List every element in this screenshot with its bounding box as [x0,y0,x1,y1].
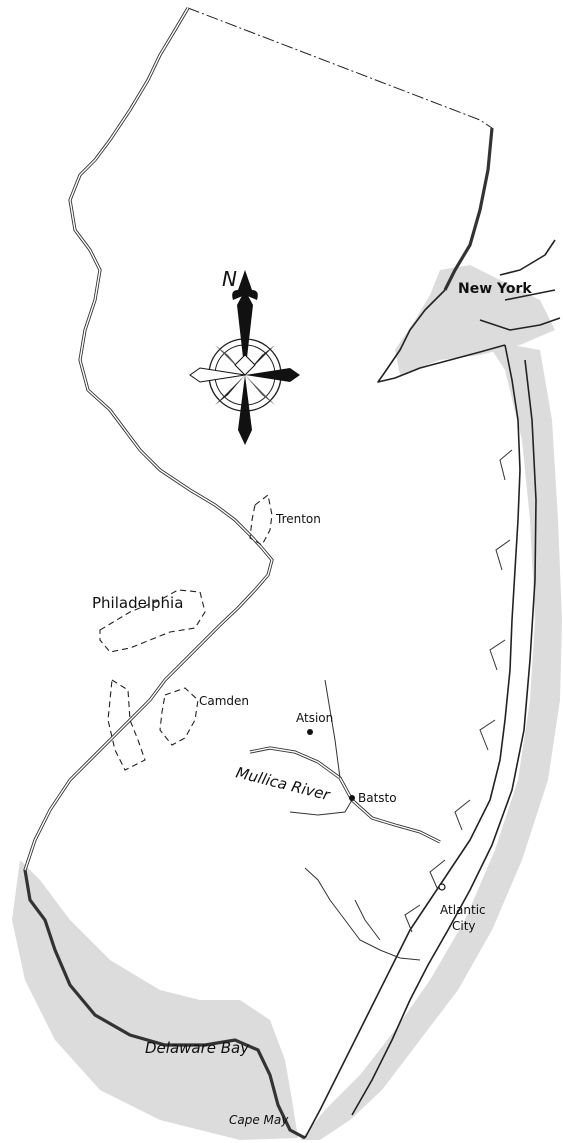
ny-harbor-shore [377,289,506,383]
mullica-tributary-west [289,799,353,816]
atsion-marker [307,729,313,735]
great-egg-harbor-river [304,867,421,961]
delaware-bay-water-shading [12,860,298,1140]
ny-nj-state-line [187,7,493,129]
label-delaware-bay: Delaware Bay [145,1039,250,1057]
atlantic-coastline [304,344,521,1139]
nj-western-border-inner [24,7,273,871]
ny-harbor-water-shading [395,265,555,375]
mullica-tributary-north [324,679,341,779]
label-cape-may: Cape May [229,1113,289,1127]
batsto-marker [349,795,355,801]
camden-boundary [159,687,199,746]
hudson-river [443,127,494,291]
label-batsto: Batsto [358,791,397,805]
trenton-boundary [249,494,273,546]
compass-rose [189,270,300,445]
atlantic-water-shading [300,345,562,1140]
barrier-islands [351,359,537,1116]
label-camden: Camden [199,694,249,708]
long-island-shore [479,239,561,331]
compass-north-letter: N [222,267,237,291]
label-trenton: Trenton [275,512,321,526]
southern-tributary [354,899,381,941]
fleur-de-lis-icon [232,270,258,300]
label-new-york: New York [458,281,532,297]
coastal-bays [404,449,513,933]
philadelphia-boundary-south [107,679,146,771]
label-atsion: Atsion [296,711,333,725]
label-philadelphia: Philadelphia [92,594,183,612]
mullica-river [249,746,441,844]
atlantic-city-marker [438,883,446,891]
label-atlantic-city-line1: Atlantic [440,903,486,917]
label-mullica-river: Mullica River [234,763,332,804]
label-atlantic-city-line2: City [452,919,476,933]
mullica-river-inner [249,747,441,843]
